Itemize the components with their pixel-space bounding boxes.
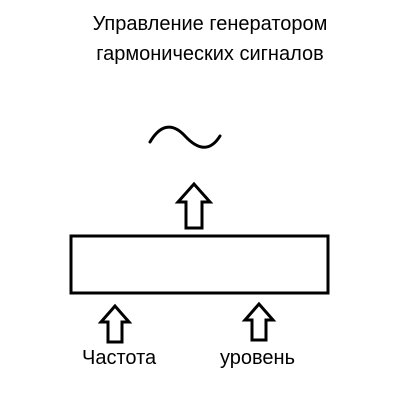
sine-wave-icon <box>148 125 222 149</box>
diagram-title-line-2: гармонических сигналов <box>96 43 324 65</box>
output-arrow-icon <box>174 181 214 230</box>
frequency-label: Частота <box>82 347 157 369</box>
level-input-arrow-icon <box>241 301 277 342</box>
level-label: уровень <box>220 347 296 369</box>
diagram-title-line-1: Управление генератором <box>92 13 328 35</box>
frequency-input-arrow-icon <box>97 303 133 344</box>
generator-block <box>69 234 330 295</box>
